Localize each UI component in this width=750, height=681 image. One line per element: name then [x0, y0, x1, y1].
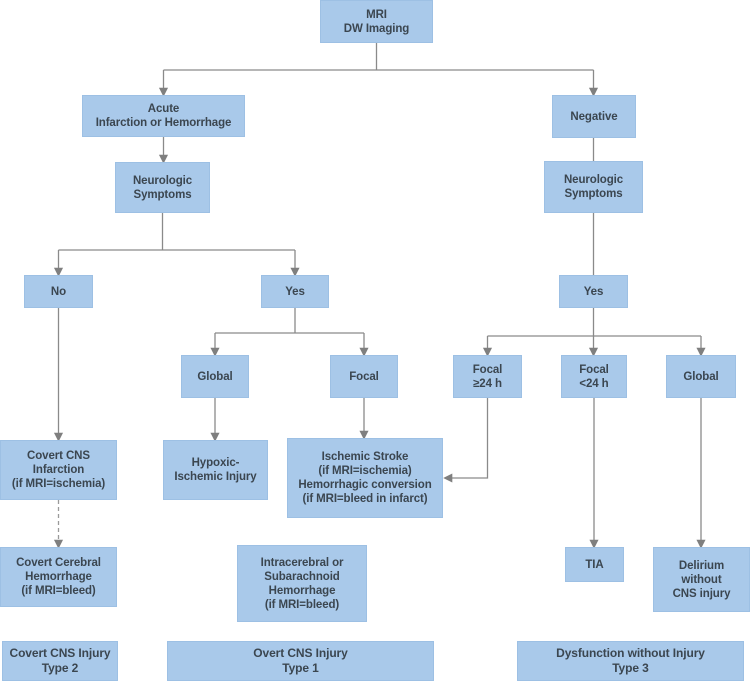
node-delirium-without-cns-injury: Delirium without CNS injury [653, 547, 750, 612]
node-focal-lt-24h: Focal <24 h [561, 355, 627, 398]
connector-mri-branch [163, 43, 594, 71]
node-yes-right: Yes [559, 275, 628, 308]
connector-lines [53, 43, 706, 549]
connector-neuroleft-branch [58, 213, 295, 251]
node-negative: Negative [552, 95, 636, 138]
category-dysfunction-without-injury-type-3: Dysfunction without Injury Type 3 [517, 641, 744, 681]
node-global-left: Global [181, 355, 249, 398]
connector-ge24-to-ischemic [443, 398, 489, 483]
node-neurologic-symptoms-left: Neurologic Symptoms [115, 162, 210, 213]
node-global-right: Global [666, 355, 736, 398]
node-intracerebral-subarachnoid-hemorrhage: Intracerebral or Subarachnoid Hemorrhage… [237, 545, 367, 622]
connector-yesright-branch [487, 308, 701, 337]
node-mri-dw-imaging: MRI DW Imaging [320, 0, 433, 43]
node-ischemic-stroke: Ischemic Stroke (if MRI=ischemia) Hemorr… [287, 438, 443, 518]
connector-yesleft-branch [215, 308, 364, 334]
category-covert-cns-injury-type-2: Covert CNS Injury Type 2 [2, 641, 118, 681]
node-yes-left: Yes [261, 275, 329, 308]
node-hypoxic-ischemic-injury: Hypoxic- Ischemic Injury [163, 440, 268, 500]
node-neurologic-symptoms-right: Neurologic Symptoms [544, 161, 643, 213]
node-covert-cns-infarction: Covert CNS Infarction (if MRI=ischemia) [0, 440, 117, 500]
node-focal-ge-24h: Focal ≥24 h [453, 355, 522, 398]
node-acute-infarction-or-hemorrhage: Acute Infarction or Hemorrhage [82, 95, 245, 137]
node-tia: TIA [565, 547, 624, 582]
node-covert-cerebral-hemorrhage: Covert Cerebral Hemorrhage (if MRI=bleed… [0, 547, 117, 607]
category-overt-cns-injury-type-1: Overt CNS Injury Type 1 [167, 641, 434, 681]
node-no: No [24, 275, 93, 308]
node-focal-left: Focal [330, 355, 398, 398]
